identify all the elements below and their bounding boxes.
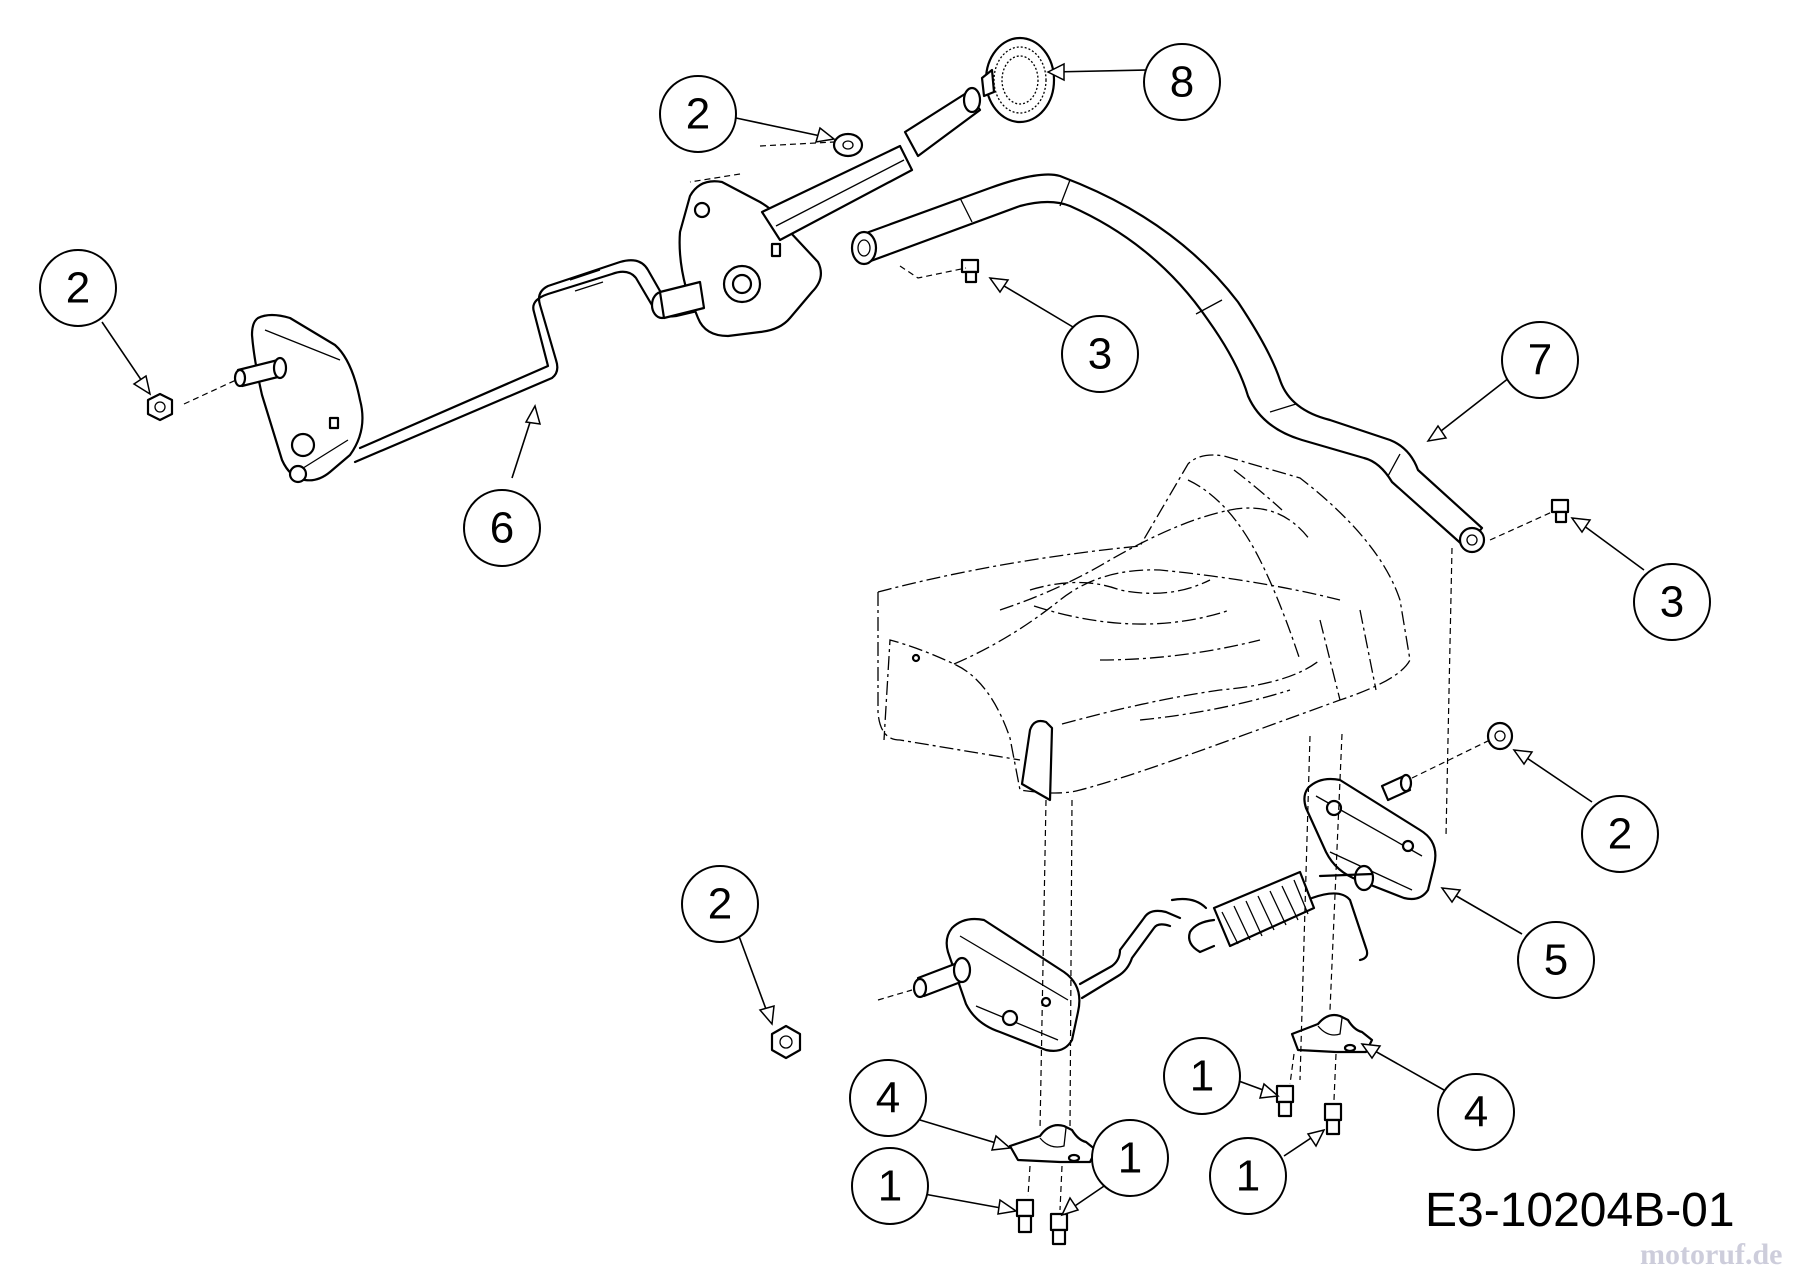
callout-2-right: 2 <box>1581 795 1659 873</box>
left-height-bracket <box>233 313 364 484</box>
height-adjust-lever <box>650 36 1056 338</box>
callout-2-top: 2 <box>659 75 737 153</box>
svg-text:3: 3 <box>1660 578 1684 627</box>
svg-text:3: 3 <box>1088 330 1112 379</box>
callout-4-right: 4 <box>1437 1073 1515 1151</box>
watermark-logo: motoruf.de <box>1640 1238 1783 1271</box>
callout-3-top: 3 <box>1061 315 1139 393</box>
deck-tab <box>1020 719 1054 802</box>
callout-5: 5 <box>1517 921 1595 999</box>
callout-6: 6 <box>463 489 541 567</box>
svg-text:1: 1 <box>1118 1134 1142 1183</box>
nut-left-bottom <box>770 1024 802 1060</box>
svg-text:5: 5 <box>1544 936 1568 985</box>
front-pivot-bar <box>850 173 1486 554</box>
center-lines <box>183 141 1553 1211</box>
svg-text:1: 1 <box>1190 1052 1214 1101</box>
svg-text:4: 4 <box>876 1074 900 1123</box>
callout-4-left: 4 <box>849 1059 927 1137</box>
washer-right <box>1486 721 1514 751</box>
mower-deck-outline <box>877 454 1411 794</box>
callout-1-left-bottom: 1 <box>851 1147 929 1225</box>
axle-spring <box>1170 870 1369 962</box>
svg-text:2: 2 <box>708 880 732 929</box>
leader-lines <box>101 62 1645 1217</box>
svg-text:2: 2 <box>686 90 710 139</box>
axle-clip-right <box>1290 1013 1374 1054</box>
callout-2-bottom-left: 2 <box>681 865 759 943</box>
svg-text:7: 7 <box>1528 336 1552 385</box>
axle-clip-left <box>1008 1124 1098 1164</box>
svg-text:4: 4 <box>1464 1088 1488 1137</box>
drawing-code: E3-10204B-01 <box>1425 1184 1735 1237</box>
rear-axle-assembly <box>912 773 1437 1052</box>
screw-3 <box>1275 1084 1295 1118</box>
screw-6 <box>1550 498 1570 524</box>
screw-1 <box>1015 1198 1035 1234</box>
washer-top <box>832 132 864 158</box>
nut-left-top <box>146 392 174 422</box>
callout-3-right: 3 <box>1633 563 1711 641</box>
callout-1-mid: 1 <box>1163 1037 1241 1115</box>
callout-1-right-bottom: 1 <box>1209 1137 1287 1215</box>
svg-text:1: 1 <box>878 1162 902 1211</box>
svg-text:6: 6 <box>490 504 514 553</box>
callout-2-left: 2 <box>39 249 117 327</box>
callout-7: 7 <box>1501 321 1579 399</box>
svg-text:1: 1 <box>1236 1152 1260 1201</box>
svg-text:8: 8 <box>1170 58 1194 107</box>
screw-5 <box>960 258 980 284</box>
svg-text:2: 2 <box>1608 810 1632 859</box>
callout-1-center-bottom: 1 <box>1091 1119 1169 1197</box>
screw-4 <box>1323 1102 1343 1136</box>
svg-text:2: 2 <box>66 264 90 313</box>
screw-2 <box>1049 1212 1069 1246</box>
callout-8: 8 <box>1143 43 1221 121</box>
